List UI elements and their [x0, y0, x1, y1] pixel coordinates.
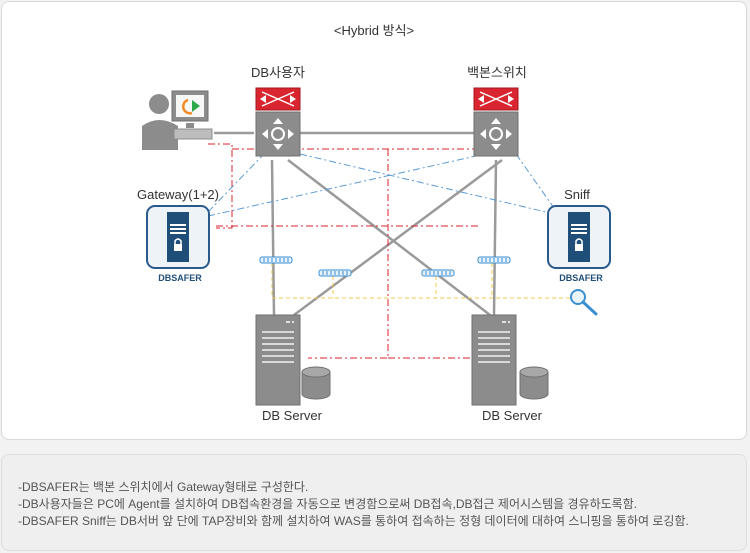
- db-server-right-label: DB Server: [482, 408, 543, 423]
- gateway-label: Gateway(1+2): [137, 187, 219, 202]
- note-line: -DBSAFER Sniff는 DB서버 앞 단에 TAP장비와 함께 설치하여…: [18, 514, 689, 528]
- note-line: -DB사용자들은 PC에 Agent를 설치하여 DB접속환경을 자동으로 변경…: [18, 497, 638, 511]
- tap-device-1: [259, 256, 293, 264]
- hybrid-diagram: <Hybrid 방식> DB사용자 백본스위치 Gateway(1+2) Sni…: [137, 23, 611, 423]
- notes-box: -DBSAFER는 백본 스위치에서 Gateway형태로 구성한다. -DB사…: [1, 454, 747, 551]
- diagram-panel: <Hybrid 방식> DB사용자 백본스위치 Gateway(1+2) Sni…: [1, 1, 747, 440]
- tap-device-4: [477, 256, 511, 264]
- tap-device-2: [318, 269, 352, 277]
- tap-path: [271, 263, 570, 299]
- gateway-path: [207, 153, 555, 217]
- backbone-switch-icon: [473, 87, 519, 157]
- diagram-title: <Hybrid 방식>: [334, 23, 414, 38]
- db-server-left-label: DB Server: [262, 408, 323, 423]
- db-user-label: DB사용자: [251, 65, 305, 80]
- agent-path: [208, 143, 480, 359]
- tap-device-3: [421, 269, 455, 277]
- gateway-dbsafer-logo: DBSAFER: [158, 273, 202, 283]
- db-cylinder-left-icon: [301, 366, 331, 400]
- db-user-switch-icon: [255, 87, 301, 157]
- sniff-appliance-icon: [547, 205, 611, 269]
- magnifier-icon: [570, 289, 598, 316]
- network-links: [214, 131, 503, 317]
- db-server-right-icon: [471, 314, 517, 406]
- note-line: -DBSAFER는 백본 스위치에서 Gateway형태로 구성한다.: [18, 480, 309, 494]
- user-workstation-icon: [142, 90, 213, 150]
- sniff-label: Sniff: [564, 187, 590, 202]
- gateway-appliance-icon: [146, 205, 210, 269]
- sniff-dbsafer-logo: DBSAFER: [559, 273, 603, 283]
- db-cylinder-right-icon: [519, 366, 549, 400]
- backbone-switch-label: 백본스위치: [467, 65, 527, 80]
- db-server-left-icon: [255, 314, 301, 406]
